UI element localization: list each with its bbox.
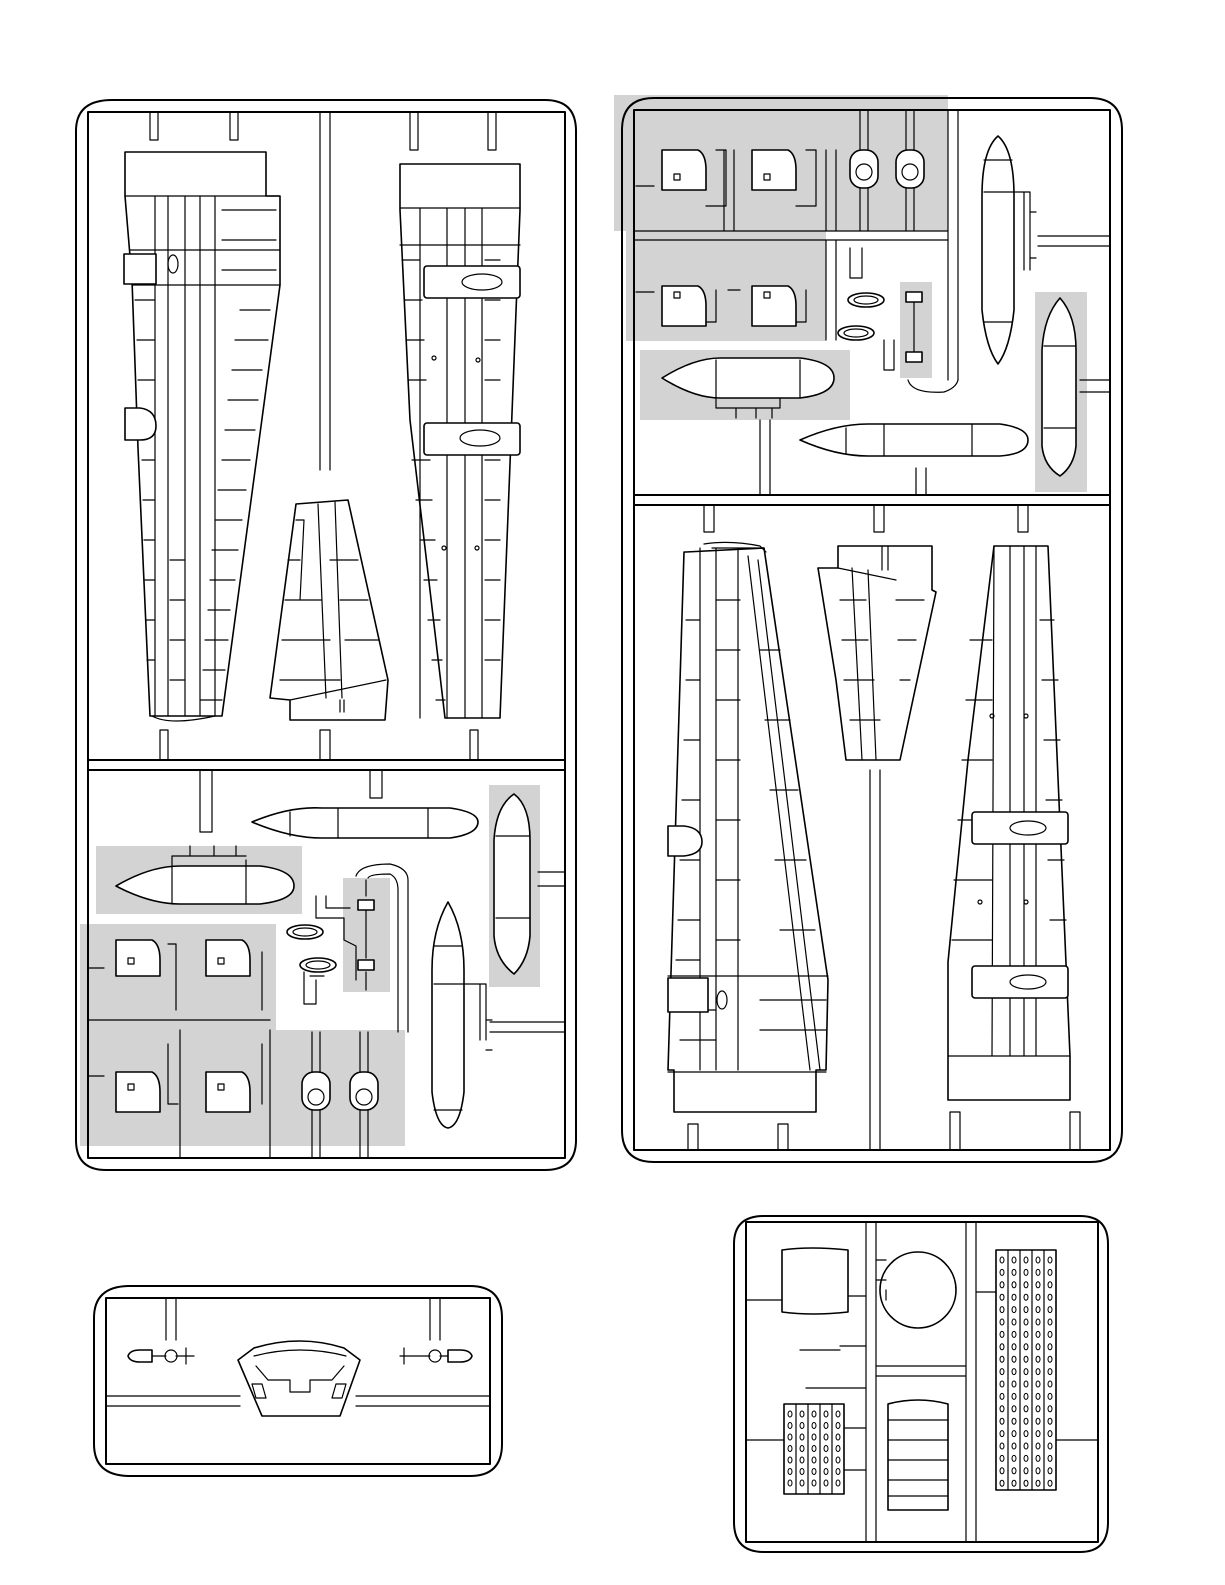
small-parts: [838, 248, 958, 392]
round-panel: [876, 1252, 956, 1328]
wing-lower-panel: [948, 546, 1070, 1100]
drop-tank-vertical: [1042, 298, 1076, 476]
gun-bay-grille: [746, 1404, 866, 1494]
wing-lower-panel: [400, 164, 520, 718]
windscreen: [238, 1341, 360, 1416]
sprue-wing-right: [614, 95, 1122, 1162]
wing-upper-panel: [124, 152, 280, 721]
tailplane: [818, 546, 936, 1150]
bulkhead: [746, 1248, 866, 1388]
tailplane: [270, 500, 388, 720]
fuel-tank: [800, 424, 1028, 456]
fuel-tank: [252, 808, 478, 838]
sprue-wing-left: [76, 100, 576, 1170]
wing-upper-panel: [668, 542, 828, 1112]
perforated-panel: [976, 1250, 1098, 1490]
radiator-grille: [888, 1400, 948, 1510]
fuel-pod: [982, 136, 1036, 364]
sprue-canopy: [94, 1286, 502, 1476]
